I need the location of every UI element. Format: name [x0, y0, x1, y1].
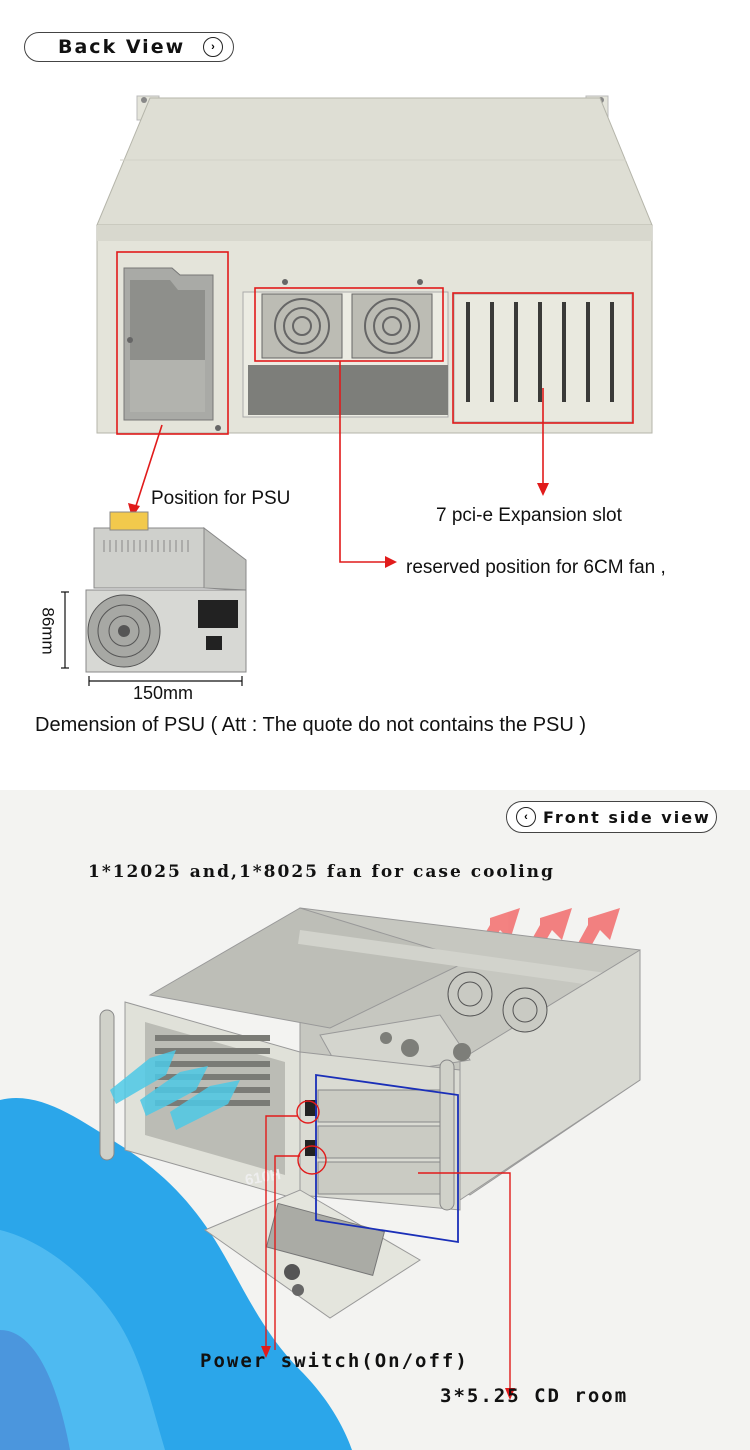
- back-view-section: Back View ›: [24, 32, 666, 736]
- front-callouts: [261, 1073, 515, 1400]
- case-front-image: [99, 907, 641, 1319]
- chevron-right-icon: ›: [203, 37, 223, 57]
- case-rear-image: [96, 95, 653, 434]
- cooling-fan-label: 1*12025 and,1*8025 fan for case cooling: [88, 862, 555, 882]
- psu-image: [85, 511, 247, 673]
- psu-position-label: Position for PSU: [151, 488, 291, 509]
- front-view-title-pill: ‹ Front side view: [506, 801, 717, 833]
- expansion-slot-label: 7 pci-e Expansion slot: [436, 505, 622, 526]
- back-view-title: Back View: [58, 36, 186, 58]
- chevron-left-icon: ‹: [516, 807, 536, 827]
- back-callouts: [116, 251, 634, 568]
- psu-dimension-lines: [61, 591, 243, 686]
- cd-room-label: 3*5.25 CD room: [440, 1385, 629, 1407]
- front-view-title: Front side view: [543, 807, 711, 827]
- fan-highlight-box: [254, 287, 444, 362]
- fan-position-label: reserved position for 6CM fan ,: [406, 557, 666, 578]
- psu-width-dimension: 150mm: [133, 683, 194, 703]
- psu-height-dimension: 86mm: [38, 607, 58, 655]
- back-view-title-pill: Back View ›: [24, 32, 234, 62]
- cd-bay-highlight: [315, 1073, 459, 1244]
- power-switch-highlight-1: [296, 1100, 320, 1124]
- power-switch-highlight-2: [297, 1145, 327, 1175]
- front-view-section: ‹ Front side view 1*12025 and,1*8025 fan…: [0, 790, 750, 1450]
- power-switch-label: Power switch(On/off): [200, 1350, 469, 1372]
- blue-wave-background: [0, 1098, 352, 1450]
- psu-dimension-note: Demension of PSU ( Att : The quote do no…: [35, 714, 587, 736]
- psu-highlight-box: [116, 251, 229, 435]
